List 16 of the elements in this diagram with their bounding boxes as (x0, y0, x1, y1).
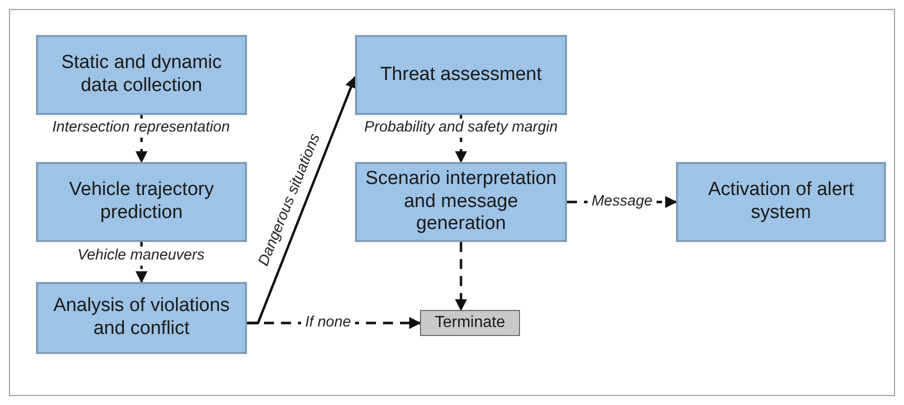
node-text: Analysis of violations and conflict (52, 295, 231, 341)
arrow (455, 242, 467, 312)
terminal-box (420, 310, 520, 336)
node-text: Vehicle trajectory prediction (68, 179, 215, 225)
node-text: Scenario interpretation and message generation (365, 168, 557, 236)
edge-label: Message (588, 192, 656, 212)
process-box (36, 35, 247, 115)
node-text: Activation of alert system (707, 179, 855, 225)
process-box (36, 162, 247, 242)
process-box (36, 282, 247, 354)
node-text: Threat assessment (380, 64, 542, 86)
process-box (355, 162, 567, 242)
process-box (355, 35, 567, 115)
node-text: Terminate (434, 313, 506, 333)
process-box (676, 162, 886, 242)
node-text: Static and dynamic data collection (60, 52, 223, 98)
